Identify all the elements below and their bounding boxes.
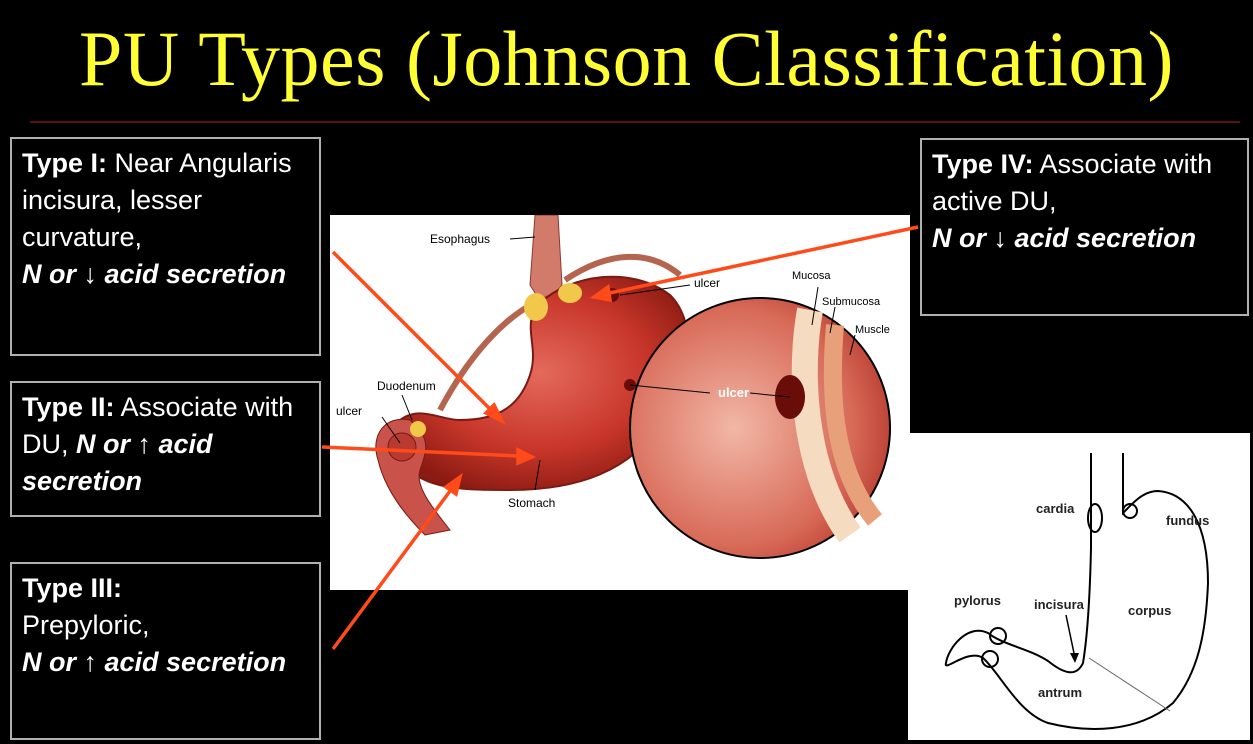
type-1-box: Type I: Near Angularis incisura, lesser … bbox=[10, 137, 321, 356]
title-divider bbox=[30, 121, 1240, 123]
type-4-acid: N or ↓ acid secretion bbox=[932, 220, 1237, 257]
type-2-box: Type II: Associate with DU, N or ↑ acid … bbox=[10, 381, 321, 517]
ulcer-spot-top bbox=[605, 288, 619, 302]
fat-deposit-left bbox=[524, 293, 548, 321]
label-ulcer-mid: ulcer bbox=[718, 385, 749, 400]
label-incisura: incisura bbox=[1034, 597, 1085, 612]
label-mucosa: Mucosa bbox=[792, 270, 831, 282]
fat-deposit-right bbox=[558, 283, 582, 303]
label-submucosa: Submucosa bbox=[822, 296, 881, 308]
label-ulcer-left: ulcer bbox=[336, 404, 362, 418]
label-fundus: fundus bbox=[1166, 513, 1209, 528]
type-1-acid: N or ↓ acid secretion bbox=[22, 256, 309, 293]
stomach-illustration: Esophagus ulcer Mucosa Submucosa Muscle … bbox=[330, 215, 910, 590]
type-3-label: Type III: bbox=[22, 570, 309, 607]
label-pylorus: pylorus bbox=[954, 593, 1001, 608]
label-duodenum: Duodenum bbox=[377, 379, 436, 393]
type-3-box: Type III: Prepyloric, N or ↑ acid secret… bbox=[10, 562, 321, 740]
label-stomach: Stomach bbox=[508, 496, 555, 510]
stomach-anatomy-sketch: cardia fundus pylorus incisura corpus an… bbox=[908, 433, 1250, 740]
type-3-acid: N or ↑ acid secretion bbox=[22, 644, 309, 681]
type-2-label: Type II: bbox=[22, 392, 115, 422]
label-ulcer-top: ulcer bbox=[694, 276, 720, 290]
duodenal-ulcer-site bbox=[388, 433, 416, 461]
type-3-desc: Prepyloric, bbox=[22, 610, 150, 640]
type-4-box: Type IV: Associate with active DU, N or … bbox=[920, 138, 1249, 316]
label-cardia: cardia bbox=[1036, 501, 1075, 516]
label-corpus: corpus bbox=[1128, 603, 1171, 618]
type-1-label: Type I: bbox=[22, 148, 107, 178]
pylorus-fat bbox=[410, 421, 426, 437]
label-muscle: Muscle bbox=[855, 324, 890, 336]
type-4-label: Type IV: bbox=[932, 149, 1034, 179]
label-antrum: antrum bbox=[1038, 685, 1082, 700]
slide-title: PU Types (Johnson Classification) bbox=[0, 14, 1253, 104]
label-esophagus: Esophagus bbox=[430, 232, 490, 246]
